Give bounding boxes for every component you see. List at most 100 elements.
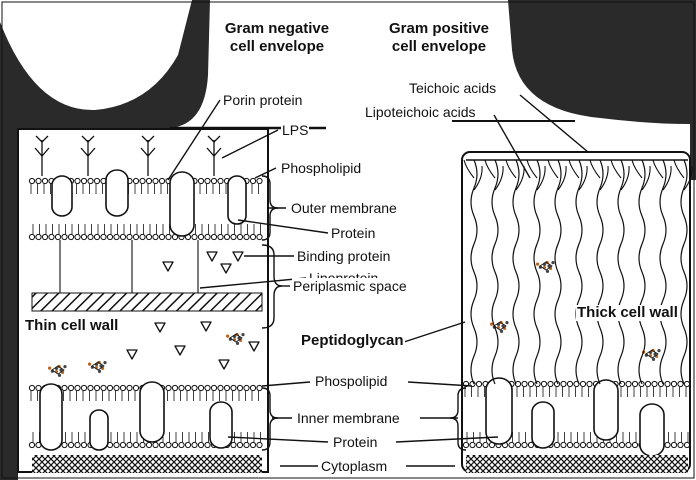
label-peptidoglycan: Peptidoglycan [300,333,405,349]
lipid-head [198,442,203,447]
lipid-head [218,234,223,239]
inner-membrane-protein [532,402,554,448]
gram-negative-header-line2: cell envelope [212,38,342,56]
lipid-head [224,385,229,390]
lipid-head [224,234,229,239]
outer-membrane-protein [228,176,246,224]
lipid-head [528,381,533,386]
lipid-head [665,381,670,386]
lipid-head [81,385,86,390]
lipid-head [114,385,119,390]
lipid-head [42,178,47,183]
lipid-head [179,385,184,390]
lipid-head [75,442,80,447]
lipid-head [211,178,216,183]
lipid-head [62,234,67,239]
lipid-head [509,442,514,447]
lipid-head [172,442,177,447]
inner-membrane-protein [640,404,664,456]
lipid-head [133,234,138,239]
lipid-head [541,381,546,386]
lipid-head [218,178,223,183]
lipid-head [483,442,488,447]
lipid-head [257,385,262,390]
lipid-head [133,178,138,183]
lipid-head [133,385,138,390]
lipid-head [94,234,99,239]
lipid-head [244,385,249,390]
lipid-head [476,381,481,386]
lipid-head [127,234,132,239]
lipid-head [146,178,151,183]
lipid-head [62,385,67,390]
label-lipoteichoic-acids: Lipoteichoic acids [364,104,477,120]
lipid-head [237,442,242,447]
lipid-head [671,381,676,386]
lipid-head [75,178,80,183]
lipid-head [75,385,80,390]
lipid-head [153,178,158,183]
lipid-head [159,234,164,239]
label-outer-membrane: Outer membrane [290,200,398,216]
lipid-head [127,442,132,447]
lipid-head [574,442,579,447]
lipid-head [140,234,145,239]
lipid-head [140,178,145,183]
porin-protein [170,172,194,236]
inner-membrane-protein [210,402,232,448]
leader-peptidoglycan-pos [404,322,465,342]
lipid-head [626,381,631,386]
label-phospholipid: Phospholipid [280,160,362,176]
lipid-head [671,442,676,447]
lipid-head [120,234,125,239]
lipid-head [166,234,171,239]
lipid-head [49,234,54,239]
lipid-head [88,178,93,183]
lipid-head [567,442,572,447]
lipid-head [114,442,119,447]
lipid-head [613,442,618,447]
label-teichoic-acids: Teichoic acids [408,80,497,96]
lipid-head [81,178,86,183]
gram-positive-header: Gram positive cell envelope [374,20,504,56]
lipid-head [68,234,73,239]
lipid-head [587,442,592,447]
lipid-head [678,442,683,447]
lipid-head [554,442,559,447]
lipid-head [120,442,125,447]
lipid-head [632,381,637,386]
lipid-head [476,442,481,447]
lipid-head [159,178,164,183]
gram-positive-header-line2: cell envelope [374,38,504,56]
lipid-head [619,442,624,447]
outer-membrane-protein [52,176,72,216]
lipid-head [101,385,106,390]
lipid-head [205,234,210,239]
lipid-head [107,234,112,239]
lipid-head [211,234,216,239]
lipid-head [548,381,553,386]
lipid-head [522,381,527,386]
lipid-head [678,381,683,386]
lipid-head [101,234,106,239]
lipid-head [88,385,93,390]
lipid-head [515,442,520,447]
lipid-head [567,381,572,386]
lipid-head [68,442,73,447]
lipid-head [580,381,585,386]
label-thick-cell-wall: Thick cell wall [576,305,679,321]
lipid-head [198,234,203,239]
lipid-head [231,234,236,239]
lipid-head [192,442,197,447]
lipid-head [515,381,520,386]
lipid-head [684,381,689,386]
lipid-head [211,385,216,390]
lipid-head [561,381,566,386]
label-protein-outer: Protein [330,225,376,241]
lipid-head [665,442,670,447]
label-inner-membrane: Inner membrane [296,410,401,426]
lipid-head [114,234,119,239]
lipid-head [146,234,151,239]
lipid-head [257,442,262,447]
lipid-head [626,442,631,447]
